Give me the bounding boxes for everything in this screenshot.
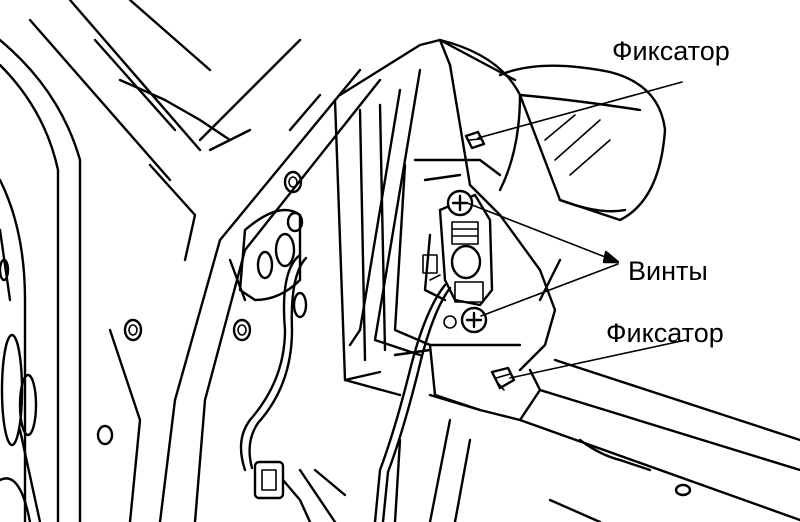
retainer-bottom-icon [490,366,516,391]
door-glass-channel [333,38,517,397]
callout-retainer-bottom: Фиксатор [606,318,724,348]
door-lower-body [393,358,800,522]
screw-bottom-icon [443,306,488,334]
callout-retainer-top: Фиксатор [612,36,730,66]
a-pillar-panel [96,38,382,522]
leader-retainer-top [477,81,683,139]
mirror-base-plate [393,63,562,422]
mirror-housing [438,38,667,222]
mirror-wire [373,283,452,522]
callout-screws: Винты [628,256,708,286]
leader-lines [466,81,687,379]
screw-top-icon [446,189,474,217]
leader-retainer-bottom [509,339,687,379]
hinge-bracket [228,208,308,319]
wire-harness-left [239,253,347,522]
leader-screw-bottom [480,263,619,317]
retainer-top-icon [464,130,486,150]
leader-screw-top [466,202,619,263]
door-frame-left [0,38,82,522]
upper-trim-lines [28,0,252,262]
